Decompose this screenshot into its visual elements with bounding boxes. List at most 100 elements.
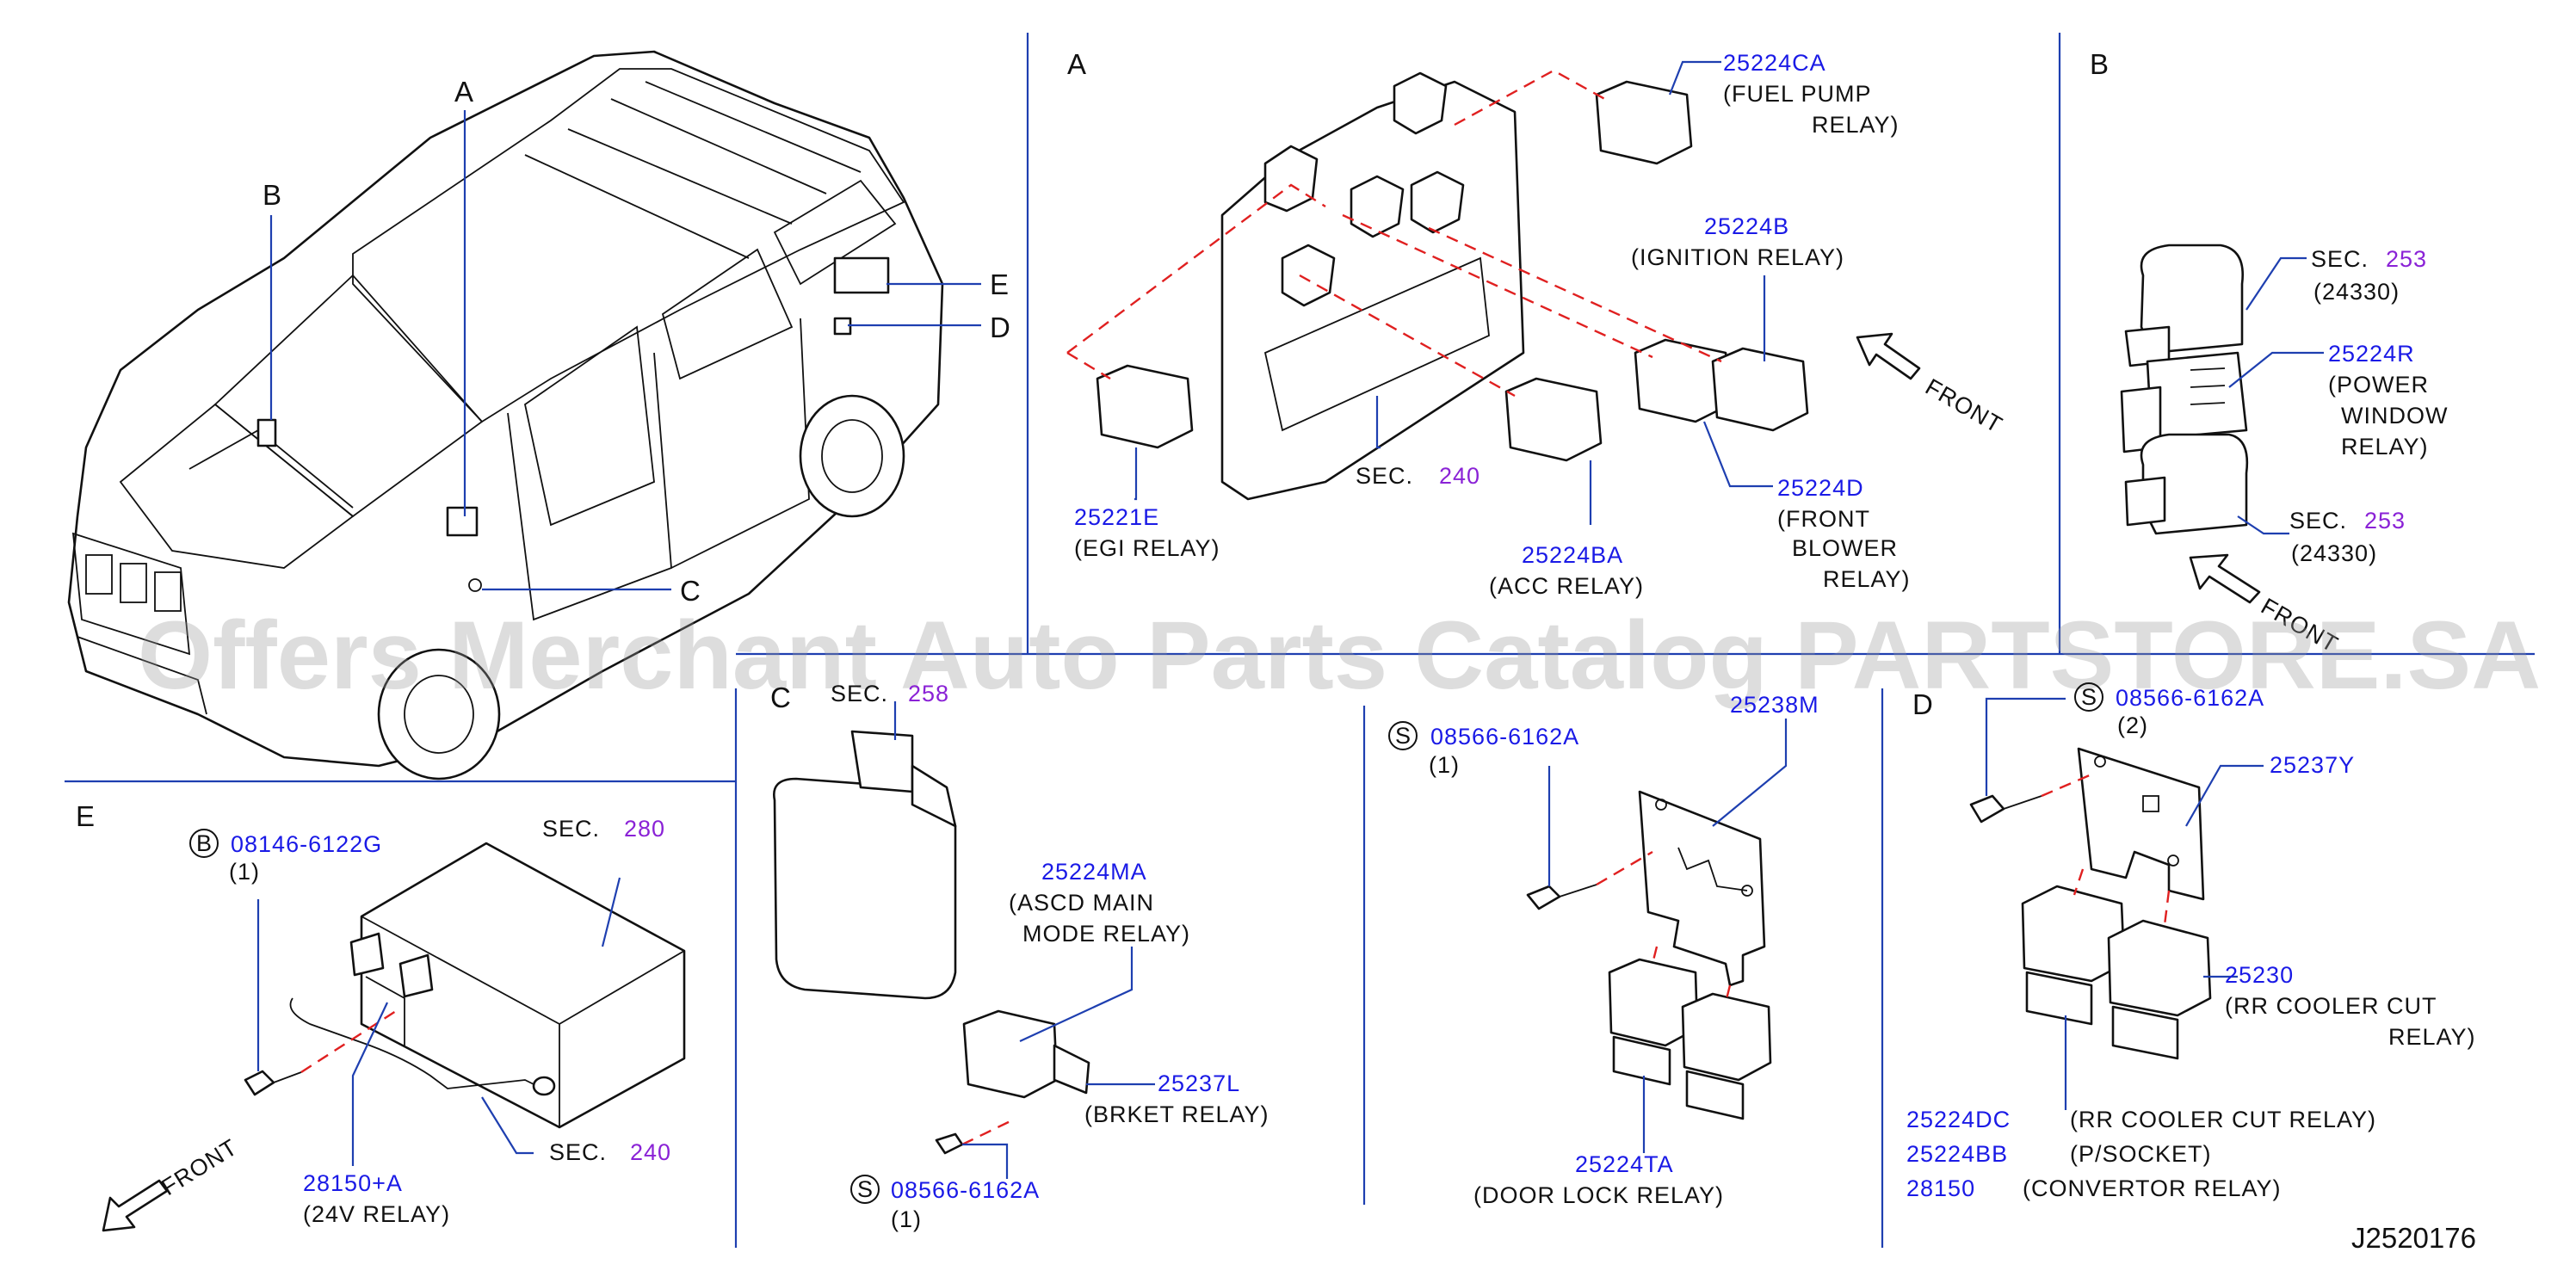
callout-d: D xyxy=(990,312,1010,343)
section-e-drawing xyxy=(244,842,686,1129)
section-d-part-28150-desc: (CONVERTOR RELAY) xyxy=(2023,1175,2282,1201)
section-b-sec2-label: SEC. xyxy=(2289,508,2347,534)
section-c-drawing xyxy=(773,730,1090,1155)
section-b-part-25224R-desc3: RELAY) xyxy=(2341,434,2429,460)
callout-e: E xyxy=(990,268,1009,300)
section-b-sec1-sub: (24330) xyxy=(2313,279,2400,305)
section-a-part-25224D: 25224D xyxy=(1777,475,1864,501)
section-c-sec-label: SEC. xyxy=(831,681,888,706)
section-d-part-25224DC-desc: (RR COOLER CUT RELAY) xyxy=(2070,1107,2376,1132)
section-d-leaders xyxy=(1985,697,2264,1110)
section-b-front-arrow xyxy=(2189,553,2261,604)
section-c-letter: C xyxy=(770,682,791,713)
section-a-sec-label: SEC. xyxy=(1356,463,1413,489)
section-b-sec2-sub: (24330) xyxy=(2291,540,2377,566)
section-c-screw-circle xyxy=(850,1175,880,1204)
section-c-screw-number: 08566-6162A xyxy=(891,1177,1040,1203)
callout-c: C xyxy=(680,575,701,607)
section-b-part-25224R-desc2: WINDOW xyxy=(2341,403,2448,429)
section-e-bolt-number: 08146-6122G xyxy=(231,831,382,857)
section-a-part-25224BA: 25224BA xyxy=(1522,542,1623,568)
vehicle-leaders xyxy=(269,110,981,591)
vehicle-illustration xyxy=(67,50,944,780)
section-b-sec1-number: 253 xyxy=(2386,246,2427,272)
section-mid-part-25238M: 25238M xyxy=(1730,692,1819,718)
section-d-letter: D xyxy=(1912,688,1933,720)
section-c-sec-number: 258 xyxy=(908,681,949,706)
section-d-part-25224BB: 25224BB xyxy=(1906,1141,2008,1167)
section-b-drawing xyxy=(2120,244,2249,535)
section-b-sec2-number: 253 xyxy=(2364,508,2406,534)
section-d-drawing xyxy=(1969,747,2212,1060)
section-d-part-25224DC: 25224DC xyxy=(1906,1107,2011,1132)
section-mid-leaders xyxy=(1547,719,1788,1153)
section-e-sec1-label: SEC. xyxy=(542,816,600,842)
section-a-part-25224B: 25224B xyxy=(1704,213,1789,239)
section-c-screw-letter: S xyxy=(857,1176,874,1202)
section-d-part-25230: 25230 xyxy=(2225,962,2294,988)
diagram-id: J2520176 xyxy=(2351,1222,2476,1254)
section-mid-drawing xyxy=(1526,790,1772,1120)
section-e-part-28150A: 28150+A xyxy=(303,1170,403,1196)
section-b-part-25224R-desc1: (POWER xyxy=(2328,372,2429,398)
section-c-part-25224MA-desc1: (ASCD MAIN xyxy=(1009,890,1154,916)
section-e-front-label: FRONT xyxy=(157,1134,242,1200)
section-e-sec2-label: SEC. xyxy=(549,1139,607,1165)
section-a-part-25221E: 25221E xyxy=(1074,504,1159,530)
section-a-part-25224B-desc: (IGNITION RELAY) xyxy=(1631,244,1844,270)
section-e-letter: E xyxy=(76,800,95,832)
section-a-front-label: FRONT xyxy=(1921,373,2007,438)
section-mid-screw-letter: S xyxy=(1395,723,1412,749)
watermark: Offers Merchant Auto Parts Catalog PARTS… xyxy=(138,601,2541,709)
section-d-screw-letter: S xyxy=(2081,684,2097,710)
callout-b: B xyxy=(263,179,281,211)
section-e-bolt-qty: (1) xyxy=(229,859,260,885)
section-d-part-28150: 28150 xyxy=(1906,1175,1975,1201)
section-c-part-25224MA-desc2: MODE RELAY) xyxy=(1022,921,1190,947)
section-a-front-arrow xyxy=(1856,332,1921,380)
section-c-part-25237L: 25237L xyxy=(1158,1070,1240,1096)
section-c-part-25224MA: 25224MA xyxy=(1041,859,1147,885)
section-a-part-25224CA-desc: (FUEL PUMP xyxy=(1723,81,1872,107)
section-c-part-25237L-desc: (BRKET RELAY) xyxy=(1084,1101,1269,1127)
section-a-part-25224BA-desc: (ACC RELAY) xyxy=(1489,573,1644,599)
section-a-part-25224D-desc3: RELAY) xyxy=(1823,566,1911,592)
section-a-leaders xyxy=(1134,60,1773,525)
section-a-part-25224CA-desc2: RELAY) xyxy=(1812,112,1900,138)
section-e-sec1-number: 280 xyxy=(624,816,665,842)
section-b-leaders xyxy=(2228,256,2324,535)
section-b-sec1-label: SEC. xyxy=(2311,246,2369,272)
section-a-part-25224D-desc1: (FRONT xyxy=(1777,506,1870,532)
section-mid-part-25224TA-desc: (DOOR LOCK RELAY) xyxy=(1473,1182,1724,1208)
section-mid-part-25224TA: 25224TA xyxy=(1575,1151,1674,1177)
section-a-part-25221E-desc: (EGI RELAY) xyxy=(1074,535,1220,561)
section-c-screw-qty: (1) xyxy=(891,1206,922,1232)
section-d-part-25224BB-desc: (P/SOCKET) xyxy=(2070,1141,2212,1167)
section-a-letter: A xyxy=(1067,48,1086,80)
section-mid-screw-number: 08566-6162A xyxy=(1430,724,1579,750)
section-mid-screw-qty: (1) xyxy=(1429,752,1460,778)
section-e-sec2-number: 240 xyxy=(630,1139,671,1165)
section-a-sec-number: 240 xyxy=(1439,463,1480,489)
section-a-part-25224CA: 25224CA xyxy=(1723,50,1826,76)
section-e-front-arrow xyxy=(102,1179,169,1232)
section-d-screw-number: 08566-6162A xyxy=(2116,685,2264,711)
section-dividers xyxy=(65,33,2535,1248)
section-c-leaders xyxy=(893,701,1155,1179)
section-mid-screw-circle xyxy=(1388,721,1418,750)
section-e-bolt-letter: B xyxy=(196,830,213,856)
section-d-part-25230-desc2: RELAY) xyxy=(2388,1024,2476,1050)
section-e-bolt-circle xyxy=(189,829,219,858)
section-e-leaders xyxy=(256,877,621,1166)
section-d-part-25237Y: 25237Y xyxy=(2270,752,2355,778)
section-a-part-25224D-desc2: BLOWER xyxy=(1792,535,1898,561)
section-d-screw-qty: (2) xyxy=(2117,713,2148,738)
section-d-part-25230-desc1: (RR COOLER CUT xyxy=(2225,993,2437,1019)
section-b-part-25224R: 25224R xyxy=(2328,341,2415,367)
section-a-drawing xyxy=(1066,69,1809,501)
section-d-screw-circle xyxy=(2074,682,2103,712)
section-e-part-28150A-desc: (24V RELAY) xyxy=(303,1201,450,1227)
section-b-letter: B xyxy=(2090,48,2109,80)
callout-a: A xyxy=(454,76,473,108)
